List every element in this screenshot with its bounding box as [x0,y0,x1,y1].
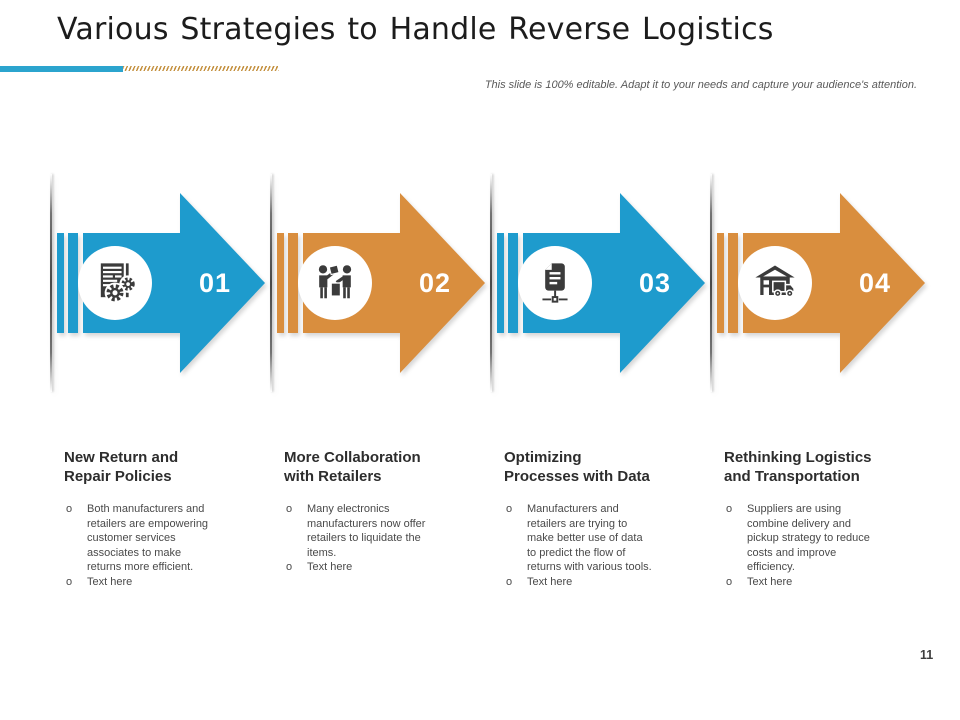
strategy-column-3: Optimizing Processes with Data Manufactu… [504,448,654,589]
strategy-heading: Optimizing Processes with Data [504,449,650,485]
bullet-item: Both manufacturers and retailers are emp… [64,502,214,575]
arrow-step-1: 01 [50,174,265,392]
arrow-head [620,193,705,373]
arrow-head [400,193,485,373]
strategy-bullets: Manufacturers and retailers are trying t… [504,502,654,589]
bullet-item: Text here [64,575,214,590]
divider-line [490,174,492,392]
editable-note: This slide is 100% editable. Adapt it to… [484,79,917,91]
icon-circle [78,246,152,320]
strategy-column-4: Rethinking Logistics and Transportation … [724,448,874,589]
speed-bar [508,233,518,333]
speed-bar [68,233,78,333]
strategy-heading: More Collaboration with Retailers [284,449,421,485]
speed-bar [717,233,724,333]
bullet-item: Text here [504,575,654,590]
step-number: 02 [418,267,452,298]
title-underline-zigzag [123,66,279,71]
bullet-item: Many electronics manufacturers now offer… [284,502,434,560]
strategy-bullets: Both manufacturers and retailers are emp… [64,502,214,589]
step-number: 03 [638,267,672,298]
strategy-heading: New Return and Repair Policies [64,449,179,485]
bullet-item: Text here [284,560,434,575]
strategy-bullets: Suppliers are using combine delivery and… [724,502,874,589]
strategy-bullets: Many electronics manufacturers now offer… [284,502,434,575]
warehouse-truck-icon [751,259,799,307]
divider-line [710,174,712,392]
bullet-item: Manufacturers and retailers are trying t… [504,502,654,575]
arrow-step-2: 02 [270,174,485,392]
step-number: 04 [858,267,892,298]
icon-circle [738,246,812,320]
speed-bar [288,233,298,333]
divider-line [270,174,272,392]
step-number: 01 [198,267,232,298]
divider-line [50,174,52,392]
data-document-icon [531,259,579,307]
page-number: 11 [920,648,934,662]
strategy-column-1: New Return and Repair Policies Both manu… [64,448,214,589]
document-gears-icon [91,259,139,307]
icon-circle [298,246,372,320]
title-underline-blue [0,66,123,72]
speed-bar [277,233,284,333]
arrow-step-3: 03 [490,174,705,392]
icon-circle [518,246,592,320]
arrow-head [840,193,925,373]
arrow-step-4: 04 [710,174,925,392]
speed-bar [57,233,64,333]
arrow-head [180,193,265,373]
bullet-item: Suppliers are using combine delivery and… [724,502,874,575]
people-exchange-icon [311,259,359,307]
page-title: Various Strategies to Handle Reverse Log… [57,12,774,47]
bullet-item: Text here [724,575,874,590]
speed-bar [728,233,738,333]
speed-bar [497,233,504,333]
strategy-heading: Rethinking Logistics and Transportation [724,449,872,485]
strategy-column-2: More Collaboration with Retailers Many e… [284,448,434,575]
